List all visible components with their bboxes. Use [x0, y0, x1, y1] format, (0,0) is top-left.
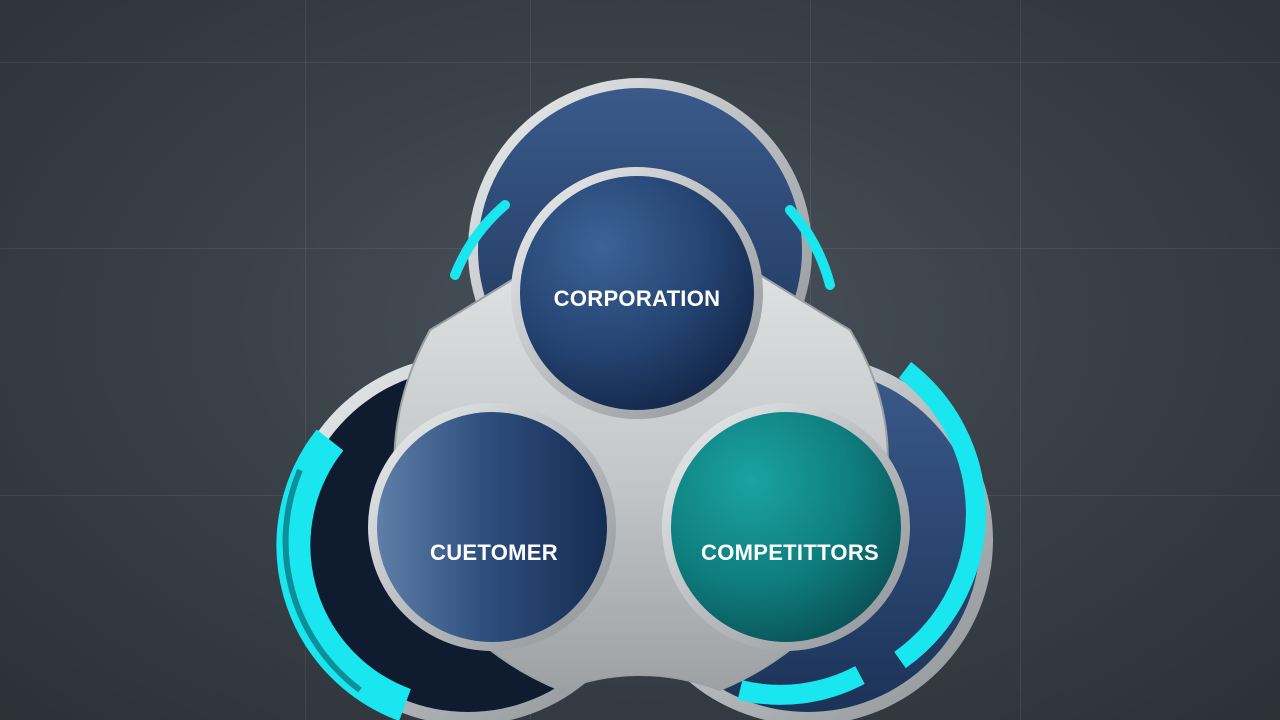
- node-label-competitors: COMPETITTORS: [701, 540, 879, 565]
- node-label-corporation: CORPORATION: [554, 286, 721, 311]
- node-label-customer: CUETOMER: [430, 540, 558, 565]
- grid-line: [305, 0, 306, 720]
- node-competitors: COMPETITTORS: [662, 403, 910, 651]
- node-corporation: CORPORATION: [511, 167, 763, 419]
- grid-line: [1020, 0, 1021, 720]
- grid-line: [0, 62, 1280, 63]
- node-customer: CUETOMER: [368, 403, 616, 651]
